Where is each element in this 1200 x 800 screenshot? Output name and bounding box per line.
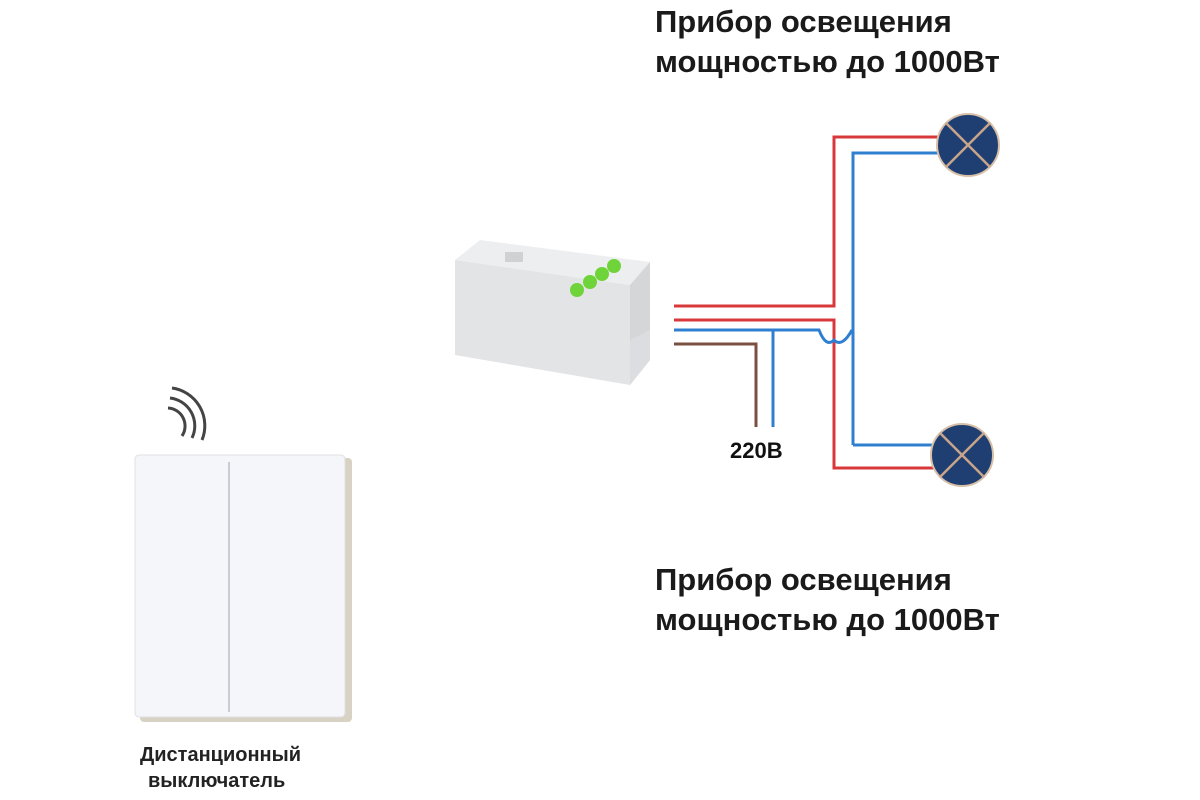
switch-caption: Дистанционный выключатель [140,742,301,794]
wireless-signal-icon [167,386,207,441]
neutral-wire-riser [851,151,945,445]
phase-wire-top [674,135,945,308]
wires [674,135,945,470]
remote-switch [134,454,352,722]
neutral-wire [674,328,854,344]
lamp-bottom-icon [930,423,994,487]
top-lamp-label: Прибор освещения мощностью до 1000Вт [655,2,1000,82]
label-line: мощностью до 1000Вт [655,602,1000,637]
lamp-top-icon [936,113,1000,177]
label-line: мощностью до 1000Вт [655,44,1000,79]
bottom-lamp-label: Прибор освещения мощностью до 1000Вт [655,560,1000,640]
phase-wire-bottom [674,318,940,470]
supply-wire [674,342,758,427]
caption-line: выключатель [148,770,286,792]
relay-module [455,240,650,385]
label-line: Прибор освещения [655,562,952,597]
caption-line: Дистанционный [140,744,302,766]
voltage-label: 220В [730,438,783,463]
label-line: Прибор освещения [655,4,952,39]
